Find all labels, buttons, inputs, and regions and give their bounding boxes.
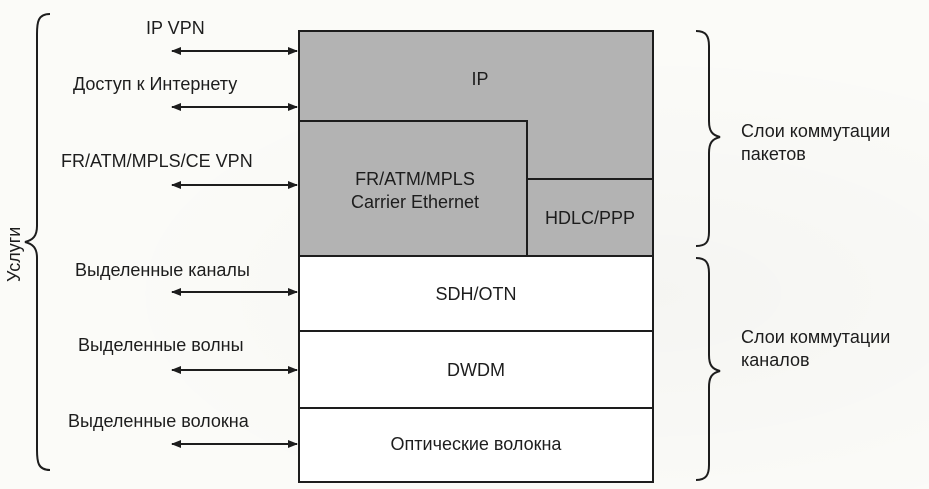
service-label-fr-atm-mpls-vpn: FR/ATM/MPLS/CE VPN [61,151,253,171]
dwdm-layer-box [298,330,654,409]
circuit-group-label-line1: Слои коммутации [741,327,891,347]
circuit-layers-brace [695,257,721,481]
layer-label-ip: IP [471,69,489,89]
packet-group-label-line2: пакетов [741,144,806,164]
service-label-leased-fibers: Выделенные волокна [68,411,249,431]
sdh-otn-layer-box [298,255,654,332]
layer-label-optical-fibers: Оптические волокна [390,434,562,454]
layer-label-sdh-otn: SDH/OTN [435,284,517,304]
services-brace [24,13,51,471]
service-label-leased-waves: Выделенные волны [78,335,244,355]
service-label-leased-lines: Выделенные каналы [75,260,250,280]
optical-fibers-layer-box [298,407,654,483]
layer-label-dwdm: DWDM [447,360,505,380]
services-title: Услуги [4,226,24,282]
packet-group-label-line1: Слои коммутации [741,121,891,141]
service-label-internet-access: Доступ к Интернету [73,74,238,94]
packet-layers-brace [695,30,721,247]
service-label-ip-vpn: IP VPN [146,18,205,38]
layer-label-fr-atm-mpls: FR/ATM/MPLS [355,169,475,189]
layer-label-carrier-ethernet: Carrier Ethernet [350,192,480,212]
circuit-group-label-line2: каналов [741,350,810,370]
layer-label-hdlc-ppp: HDLC/PPP [544,208,636,228]
